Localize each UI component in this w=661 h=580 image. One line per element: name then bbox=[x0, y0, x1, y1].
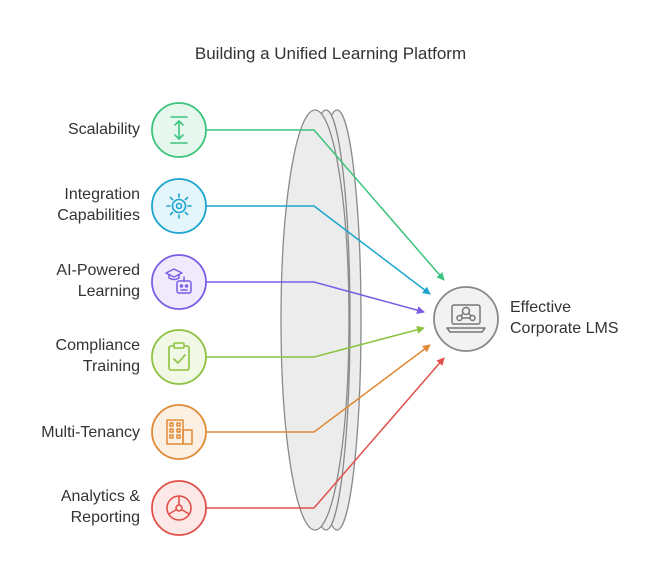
factor-label-scalability: Scalability bbox=[67, 121, 140, 138]
gear-icon bbox=[166, 193, 192, 219]
buildings-icon bbox=[166, 419, 193, 445]
factor-node-ai-learning bbox=[151, 254, 207, 310]
ai-robot-icon bbox=[165, 268, 192, 294]
connector-ai-learning bbox=[206, 281, 425, 315]
factor-label-compliance: Compliance Training bbox=[55, 337, 140, 375]
outcome-node bbox=[433, 286, 499, 352]
connectors bbox=[206, 129, 445, 509]
factor-node-analytics bbox=[151, 480, 207, 536]
vertical-arrows-icon bbox=[170, 116, 188, 144]
factor-label-integration: Integration Capabilities bbox=[57, 186, 140, 224]
factor-node-integration bbox=[151, 178, 207, 234]
outcome-label: Effective Corporate LMS bbox=[510, 299, 619, 337]
factor-node-scalability bbox=[151, 102, 207, 158]
connector-compliance bbox=[206, 325, 425, 358]
connector-scalability bbox=[206, 129, 445, 281]
clipboard-check-icon bbox=[168, 342, 190, 371]
pie-chart-icon bbox=[166, 495, 192, 521]
connector-integration bbox=[206, 205, 431, 295]
factor-label-multi-tenancy: Multi-Tenancy bbox=[41, 424, 140, 441]
connector-multi-tenancy bbox=[206, 344, 431, 433]
factor-label-ai-learning: AI-Powered Learning bbox=[56, 262, 140, 300]
connector-analytics bbox=[206, 357, 445, 509]
factor-node-compliance bbox=[151, 329, 207, 385]
factor-node-multi-tenancy bbox=[151, 404, 207, 460]
laptop-user-icon bbox=[446, 304, 486, 333]
diagram-title: Building a Unified Learning Platform bbox=[194, 44, 467, 63]
factor-label-analytics: Analytics & Reporting bbox=[60, 488, 140, 526]
